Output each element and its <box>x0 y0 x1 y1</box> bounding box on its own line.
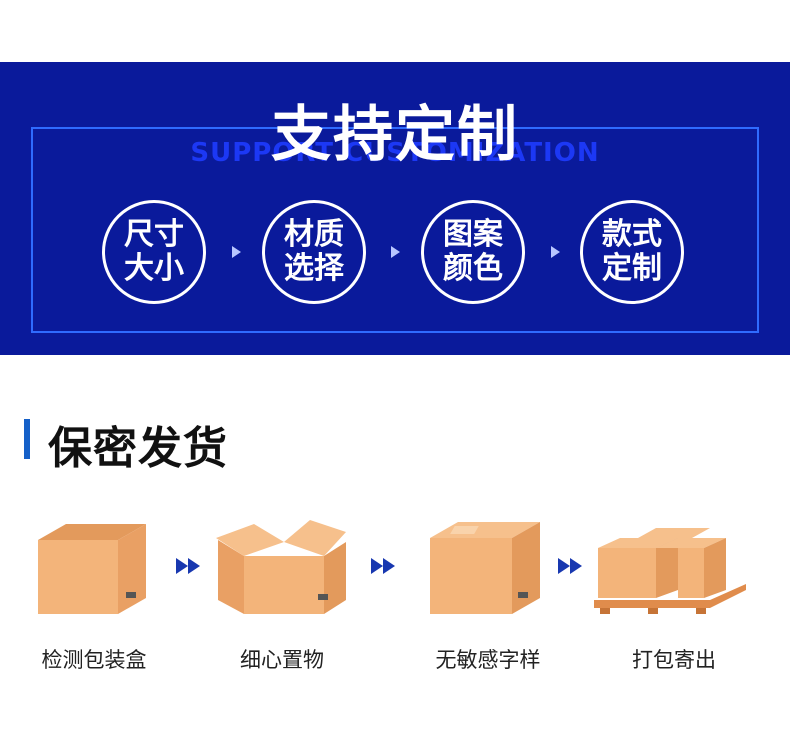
banner-title: 支持定制 <box>271 100 519 170</box>
double-arrow-icon <box>371 558 395 574</box>
step-label-ship: 打包寄出 <box>632 648 716 672</box>
step-circle-size: 尺寸 大小 <box>102 200 206 304</box>
step-circle-line1: 图案 <box>443 217 503 252</box>
open-box-icon <box>30 510 150 624</box>
pallet-boxes-icon <box>592 510 752 624</box>
step-circle-line2: 颜色 <box>443 251 503 286</box>
banner-subtitle: SUPPORT CUSTOMIZATION <box>190 138 600 168</box>
sealed-box-icon <box>424 510 544 624</box>
section-title: 保密发货 <box>48 423 228 474</box>
step-circle-style: 款式 定制 <box>580 200 684 304</box>
double-arrow-icon <box>558 558 582 574</box>
step-label-no-sensitive: 无敏感字样 <box>435 648 541 672</box>
arrow-right-icon <box>232 246 241 258</box>
step-label-inspect: 检测包装盒 <box>41 648 147 672</box>
arrow-right-icon <box>551 246 560 258</box>
arrow-right-icon <box>391 246 400 258</box>
step-circle-material: 材质 选择 <box>262 200 366 304</box>
step-circle-line1: 款式 <box>602 217 662 252</box>
open-flaps-box-icon <box>214 510 354 624</box>
section-accent-bar <box>24 419 30 459</box>
step-circle-line2: 定制 <box>602 251 662 286</box>
step-label-place: 细心置物 <box>240 648 324 672</box>
double-arrow-icon <box>176 558 200 574</box>
customization-banner: SUPPORT CUSTOMIZATION 支持定制 尺寸 大小 材质 选择 图… <box>0 62 790 355</box>
step-circle-pattern: 图案 颜色 <box>421 200 525 304</box>
step-circle-line1: 材质 <box>284 217 344 252</box>
step-circle-line1: 尺寸 <box>124 217 184 252</box>
step-circle-line2: 选择 <box>284 251 344 286</box>
step-circle-line2: 大小 <box>124 251 184 286</box>
banner-frame <box>31 127 759 333</box>
